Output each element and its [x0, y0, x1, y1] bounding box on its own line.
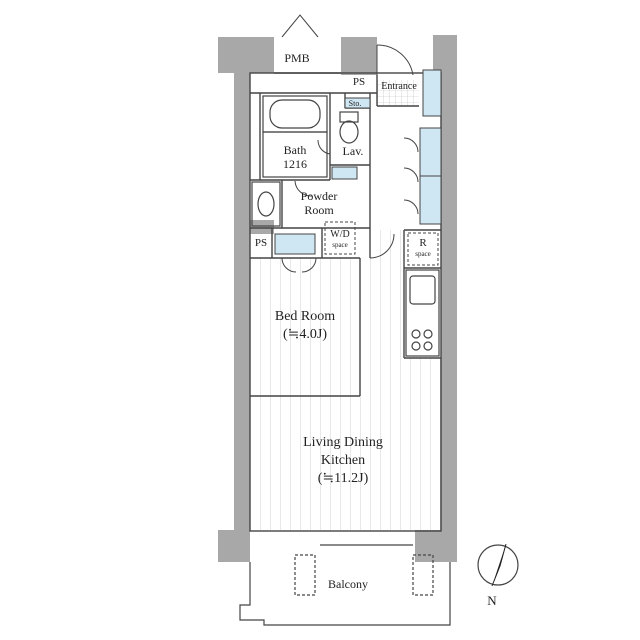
hall-floor	[370, 230, 404, 396]
label-pmb: PMB	[284, 51, 309, 65]
label-r: R	[419, 237, 427, 249]
toilet	[339, 111, 359, 144]
storage-units	[274, 69, 442, 255]
label-bath: Bath	[284, 143, 307, 157]
kitchen-floor	[404, 358, 441, 396]
bathtub	[262, 95, 328, 178]
room-labels: PMB PS Entrance Sto. Bath 1216 Lav. Powd…	[255, 51, 431, 591]
ldk-floor	[250, 396, 441, 530]
label-lav: Lav.	[343, 144, 364, 158]
label-ldk: Living Dining	[303, 435, 383, 450]
label-wd-space: space	[332, 241, 348, 249]
exterior-walls	[218, 35, 457, 562]
label-powder-room: Room	[304, 203, 334, 217]
label-ldk-size: (≒11.2J)	[318, 471, 369, 486]
compass-icon	[477, 544, 519, 586]
wd-space-box	[324, 221, 356, 255]
label-ps-left: PS	[255, 237, 267, 249]
entrance-tiles	[377, 80, 419, 106]
label-wd: W/D	[330, 229, 349, 240]
bedroom-floor	[250, 258, 360, 396]
label-sto: Sto.	[349, 99, 362, 108]
north-compass: N	[477, 543, 519, 608]
compass-label: N	[487, 593, 497, 608]
label-balcony: Balcony	[328, 577, 368, 591]
label-r-space: space	[415, 250, 431, 258]
door-swings	[281, 14, 419, 273]
powder-sink	[251, 181, 281, 227]
label-entrance: Entrance	[381, 81, 417, 92]
balcony-outline	[239, 544, 451, 626]
r-space-box	[407, 232, 439, 266]
label-ps-top: PS	[353, 76, 365, 88]
label-bedroom-size: (≒4.0J)	[283, 327, 327, 342]
label-bath-size: 1216	[283, 157, 307, 171]
label-kitchen: Kitchen	[321, 453, 365, 468]
label-bedroom: Bed Room	[275, 309, 335, 324]
kitchen-counter	[405, 269, 440, 357]
label-powder: Powder	[301, 189, 338, 203]
